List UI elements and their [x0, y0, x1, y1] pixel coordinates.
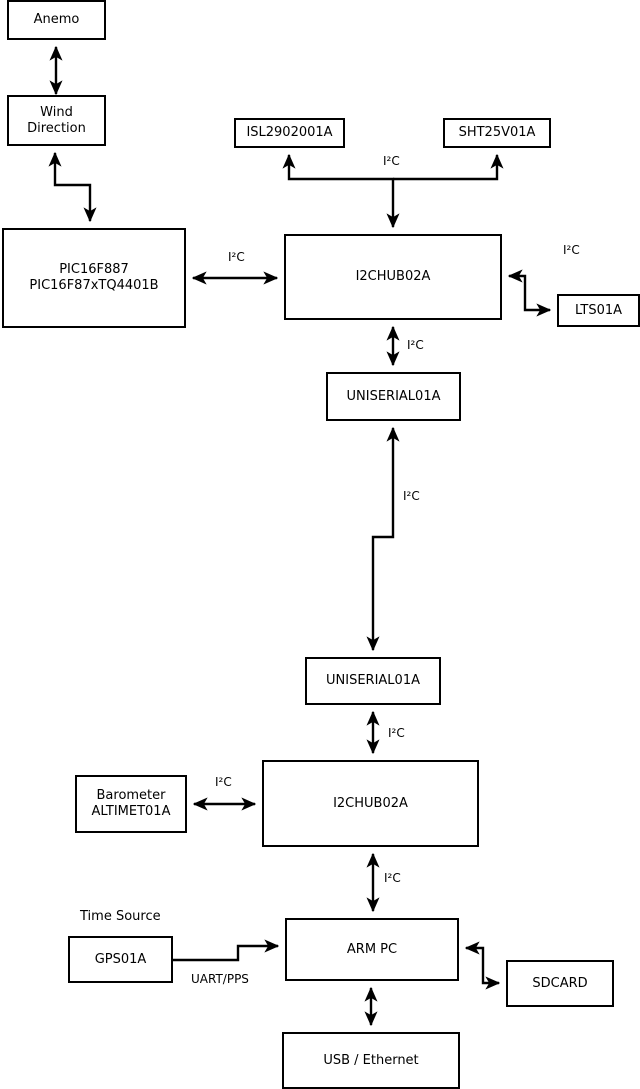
wire-hub-sensor-bus: [282, 153, 400, 229]
node-uniserial01a-upper[interactable]: UNISERIAL01A: [326, 372, 461, 421]
edge-label-i2c-hub2-armpc: I²C: [384, 871, 401, 885]
wire-pic-wind: [48, 151, 97, 223]
node-lts01a[interactable]: LTS01A: [557, 294, 640, 327]
wire-armpc-sdcard: [464, 941, 501, 990]
node-i2chub02a-bottom[interactable]: I2CHUB02A: [262, 760, 479, 847]
node-sdcard[interactable]: SDCARD: [506, 960, 614, 1007]
edge-label-i2c-uniserial-hub2: I²C: [388, 726, 405, 740]
edge-label-i2c-sensors-hub: I²C: [383, 154, 400, 168]
node-uniserial01a-lower[interactable]: UNISERIAL01A: [305, 657, 441, 705]
wire-uniserial-link: [366, 426, 400, 652]
node-wind-direction[interactable]: Wind Direction: [7, 95, 106, 146]
node-sht25v01a[interactable]: SHT25V01A: [443, 118, 551, 148]
wire-hub-sht-branch: [393, 153, 504, 181]
edge-label-i2c-hub-uniserial: I²C: [407, 338, 424, 352]
wire-hub-lts: [507, 269, 552, 317]
node-barometer-altimet01a[interactable]: Barometer ALTIMET01A: [75, 775, 187, 833]
node-arm-pc[interactable]: ARM PC: [285, 918, 459, 981]
edge-label-uart-pps: UART/PPS: [191, 972, 249, 986]
node-usb-ethernet[interactable]: USB / Ethernet: [282, 1032, 460, 1089]
node-gps01a[interactable]: GPS01A: [68, 936, 173, 983]
edge-label-i2c-pic-hub: I²C: [228, 250, 245, 264]
node-pic-microcontroller[interactable]: PIC16F887 PIC16F87xTQ4401B: [2, 228, 186, 328]
node-anemo[interactable]: Anemo: [7, 0, 106, 40]
node-i2chub02a-top[interactable]: I2CHUB02A: [284, 234, 502, 320]
edge-label-i2c-hub-lts: I²C: [563, 243, 580, 257]
edge-label-i2c-barometer-hub: I²C: [215, 775, 232, 789]
wire-gps-armpc: [173, 939, 280, 962]
edge-label-i2c-uniserial-link: I²C: [403, 489, 420, 503]
node-isl2902001a[interactable]: ISL2902001A: [234, 118, 345, 148]
label-time-source: Time Source: [80, 909, 161, 924]
